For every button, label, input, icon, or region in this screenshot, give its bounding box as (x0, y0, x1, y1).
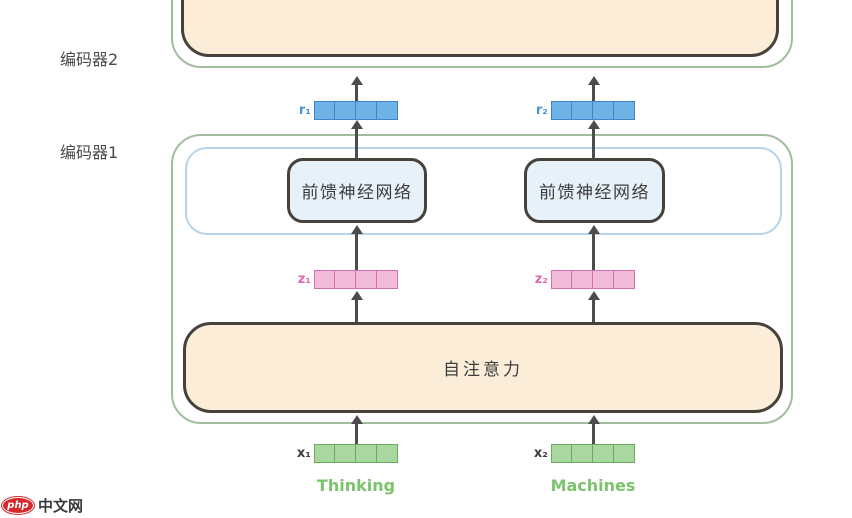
vector-x2: x₂ (534, 444, 635, 463)
feed-forward-box-1: 前馈神经网络 (287, 158, 427, 223)
vector-z1: z₁ (298, 270, 398, 289)
arrow-z1-to-ffn1-icon (350, 225, 363, 270)
vector-cell (334, 444, 357, 463)
feed-forward-label-1: 前馈神经网络 (301, 183, 413, 203)
vector-r1: r₁ (299, 101, 398, 120)
vector-cell (550, 270, 573, 289)
arrow-selfattn-to-z1-icon (350, 291, 363, 322)
encoder2-self-attention-box (181, 0, 779, 57)
vector-cell (313, 270, 336, 289)
self-attention-box: 自注意力 (183, 322, 783, 413)
vector-cell (612, 101, 635, 120)
vector-cell (355, 444, 378, 463)
vector-cell (334, 101, 357, 120)
arrow-ffn2-to-r2-icon (587, 120, 600, 159)
arrow-ffn1-to-r1-icon (350, 120, 363, 159)
vector-cell (592, 270, 615, 289)
vector-cell (375, 270, 398, 289)
vector-cell (355, 101, 378, 120)
vector-r2-label: r₂ (535, 103, 548, 118)
vector-x1-label: x₁ (296, 446, 311, 461)
vector-cell (375, 101, 398, 120)
input-word-machines: Machines (550, 476, 636, 495)
vector-z2-label: z₂ (534, 272, 548, 287)
vector-cell (313, 444, 336, 463)
feed-forward-label-2: 前馈神经网络 (539, 183, 650, 203)
site-name-label: 中文网 (38, 497, 84, 515)
vector-cell (592, 444, 615, 463)
feed-forward-box-2: 前馈神经网络 (524, 158, 665, 223)
vector-cell (550, 101, 573, 120)
vector-cell (571, 270, 594, 289)
vector-z1-label: z₁ (297, 272, 311, 287)
self-attention-label: 自注意力 (443, 360, 523, 380)
arrow-z2-to-ffn2-icon (587, 225, 600, 270)
vector-cell (612, 444, 635, 463)
arrow-x2-to-selfattn-icon (587, 415, 600, 445)
vector-cell (313, 101, 336, 120)
vector-x2-label: x₂ (533, 446, 548, 461)
vector-cell (571, 101, 594, 120)
vector-z2: z₂ (535, 270, 635, 289)
vector-cell (334, 270, 357, 289)
vector-r2: r₂ (536, 101, 635, 120)
vector-cell (612, 270, 635, 289)
vector-cell (355, 270, 378, 289)
encoder1-ffn-container (185, 147, 782, 235)
vector-cell (375, 444, 398, 463)
vector-r1-label: r₁ (298, 103, 311, 118)
arrow-r2-to-encoder2-icon (587, 76, 600, 102)
vector-cell (571, 444, 594, 463)
arrow-selfattn-to-z2-icon (587, 291, 600, 322)
php-chinese-site-watermark: php 中文网 (2, 495, 83, 516)
vector-x1: x₁ (297, 444, 398, 463)
encoder2-label: 编码器2 (60, 50, 119, 69)
arrow-x1-to-selfattn-icon (350, 415, 363, 445)
php-logo-icon: php (2, 497, 34, 514)
input-word-thinking: Thinking (316, 476, 396, 495)
arrow-r1-to-encoder2-icon (350, 76, 363, 102)
encoder1-label: 编码器1 (60, 143, 119, 162)
vector-cell (592, 101, 615, 120)
vector-cell (550, 444, 573, 463)
